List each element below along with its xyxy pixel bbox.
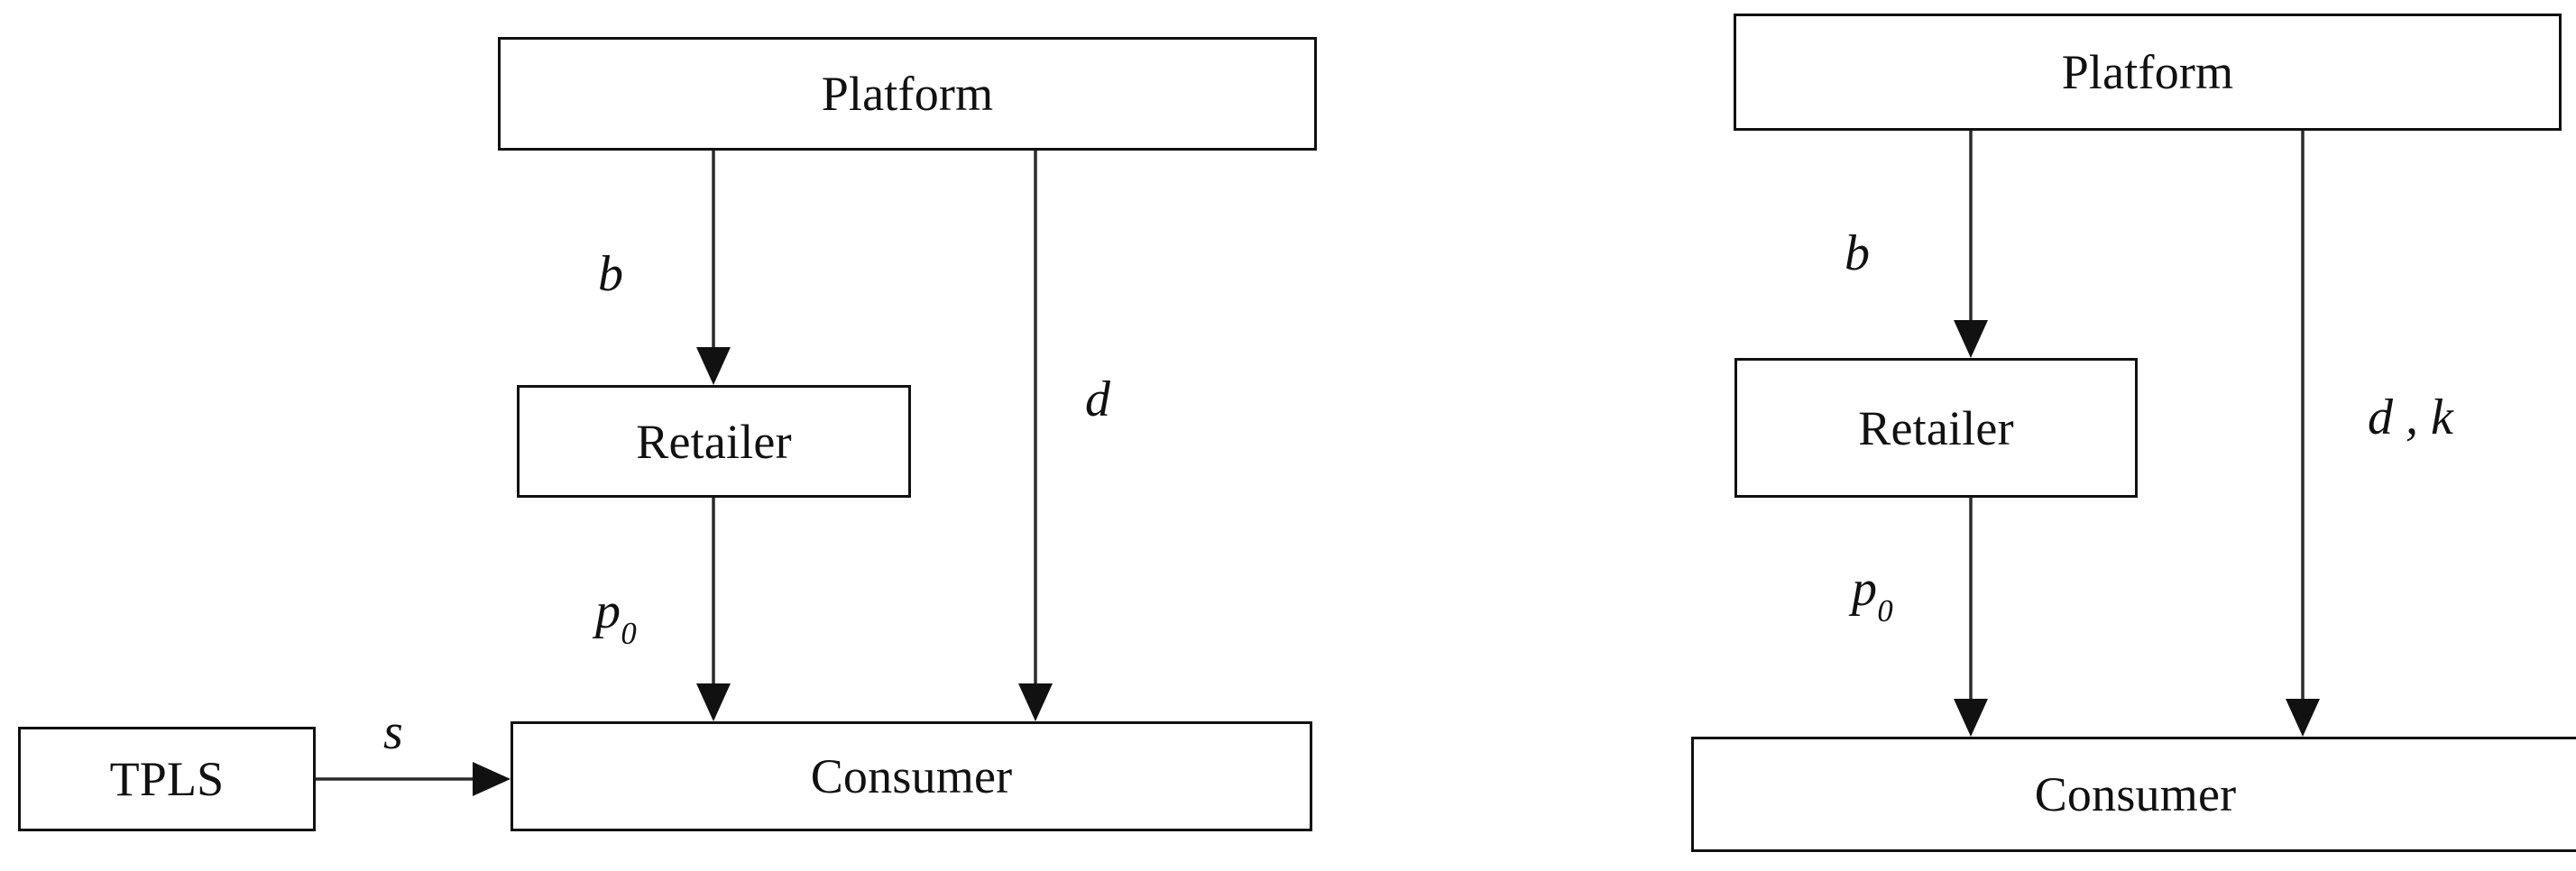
node-platform-left[interactable]: Platform [498, 37, 1317, 151]
edge-label-p0-left-text: p [595, 583, 621, 639]
node-label-platform-left: Platform [821, 67, 994, 121]
node-label-consumer-right: Consumer [2034, 767, 2237, 821]
arrow-left-platform-to-consumer [1018, 151, 1053, 721]
arrow-right-platform-to-consumer [2286, 131, 2320, 737]
node-platform-right[interactable]: Platform [1734, 14, 2562, 131]
edge-label-s-left-text: s [383, 704, 403, 760]
edge-label-b-right: b [1845, 228, 1870, 279]
edge-label-p0-left-subscript: 0 [621, 615, 637, 651]
arrow-right-platform-to-retailer [1954, 131, 1988, 358]
edge-label-b-left-text: b [598, 246, 623, 302]
edge-label-s-left: s [383, 707, 403, 757]
arrow-left-platform-to-retailer [696, 151, 731, 385]
node-label-retailer-right: Retailer [1858, 400, 2014, 455]
arrow-right-retailer-to-consumer [1954, 498, 1988, 737]
edge-label-b-right-text: b [1845, 225, 1870, 281]
node-label-retailer-left: Retailer [636, 414, 792, 469]
edge-label-d-left: d [1085, 374, 1110, 425]
node-tpls-left[interactable]: TPLS [18, 727, 316, 831]
arrow-left-retailer-to-consumer [696, 498, 731, 721]
edge-label-dk-right: d , k [2368, 392, 2453, 443]
node-label-platform-right: Platform [2061, 45, 2234, 99]
arrow-left-tpls-to-consumer [316, 762, 511, 796]
node-retailer-right[interactable]: Retailer [1734, 358, 2138, 498]
edge-label-p0-right-text: p [1852, 561, 1877, 617]
edge-label-d-left-text: d [1085, 371, 1110, 427]
node-label-tpls-left: TPLS [109, 752, 225, 806]
node-consumer-right[interactable]: Consumer [1691, 737, 2576, 852]
node-retailer-left[interactable]: Retailer [517, 385, 911, 498]
edge-label-p0-right-subscript: 0 [1877, 592, 1893, 628]
node-consumer-left[interactable]: Consumer [511, 721, 1312, 831]
edge-label-p0-left: p0 [595, 583, 637, 649]
edge-label-b-left: b [598, 249, 623, 299]
edge-label-dk-right-text: d , k [2368, 390, 2453, 445]
edge-label-p0-right: p0 [1852, 561, 1893, 627]
node-label-consumer-left: Consumer [810, 749, 1013, 803]
